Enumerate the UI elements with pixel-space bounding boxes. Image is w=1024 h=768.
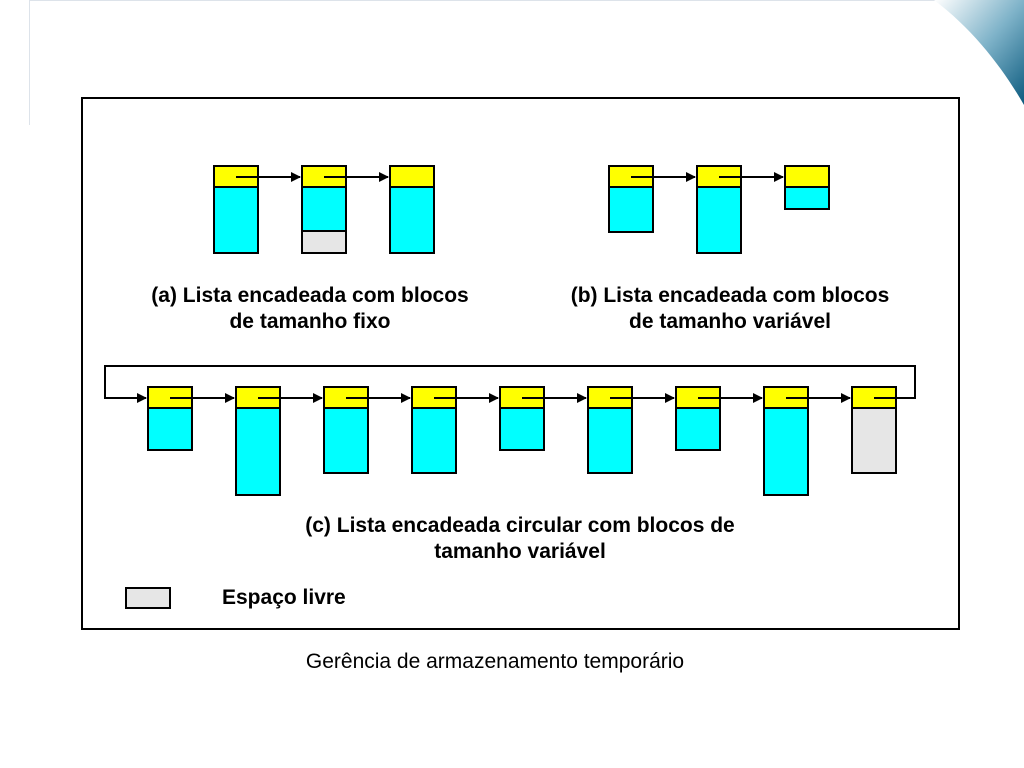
caption-a-line2: de tamanho fixo (229, 310, 391, 333)
caption-variable-size-list: (b) Lista encadeada com blocos de tamanh… (520, 283, 940, 335)
block-free-area (301, 230, 347, 254)
block-free-area (851, 407, 897, 474)
block-data-area (389, 186, 435, 254)
block-data-area (411, 407, 457, 474)
block-data-area (213, 186, 259, 254)
slide-left-rule (29, 0, 30, 125)
list-c-block (851, 386, 897, 474)
block-data-area (784, 186, 830, 210)
caption-c-line1: (c) Lista encadeada circular com blocos … (305, 514, 735, 537)
list-c-circular-pointer (104, 365, 916, 403)
legend-free-space-label: Espaço livre (222, 586, 346, 609)
block-data-area (235, 407, 281, 496)
list-c-block (675, 386, 721, 451)
list-c-block (411, 386, 457, 474)
block-data-area (499, 407, 545, 451)
list-c-block (235, 386, 281, 496)
caption-fixed-size-list: (a) Lista encadeada com blocos de tamanh… (100, 283, 520, 335)
caption-b-line1: (b) Lista encadeada com blocos (570, 284, 890, 307)
corner-decoration (934, 0, 1024, 105)
list-c-block (763, 386, 809, 496)
block-data-area (323, 407, 369, 474)
block-data-area (608, 186, 654, 233)
block-header (784, 165, 830, 188)
list-a-block (389, 165, 435, 254)
list-b-block (696, 165, 742, 254)
slide-caption: Gerência de armazenamento temporário (305, 650, 685, 673)
legend-free-space-swatch (125, 587, 171, 609)
block-data-area (696, 186, 742, 254)
block-data-area (675, 407, 721, 451)
list-a-block (301, 165, 347, 254)
block-header (389, 165, 435, 188)
caption-a-line1: (a) Lista encadeada com blocos (151, 284, 469, 307)
block-data-area (763, 407, 809, 496)
caption-c-line2: tamanho variável (434, 540, 606, 563)
list-c-block (323, 386, 369, 474)
list-c-block (587, 386, 633, 474)
list-b-block (608, 165, 654, 233)
block-data-area (147, 407, 193, 451)
caption-circular-list: (c) Lista encadeada circular com blocos … (200, 513, 840, 565)
list-b-block (784, 165, 830, 210)
block-data-area (301, 186, 347, 232)
caption-b-line2: de tamanho variável (629, 310, 831, 333)
list-c-block (499, 386, 545, 451)
list-a-block (213, 165, 259, 254)
slide-top-rule (29, 0, 1024, 1)
list-c-block (147, 386, 193, 451)
block-data-area (587, 407, 633, 474)
